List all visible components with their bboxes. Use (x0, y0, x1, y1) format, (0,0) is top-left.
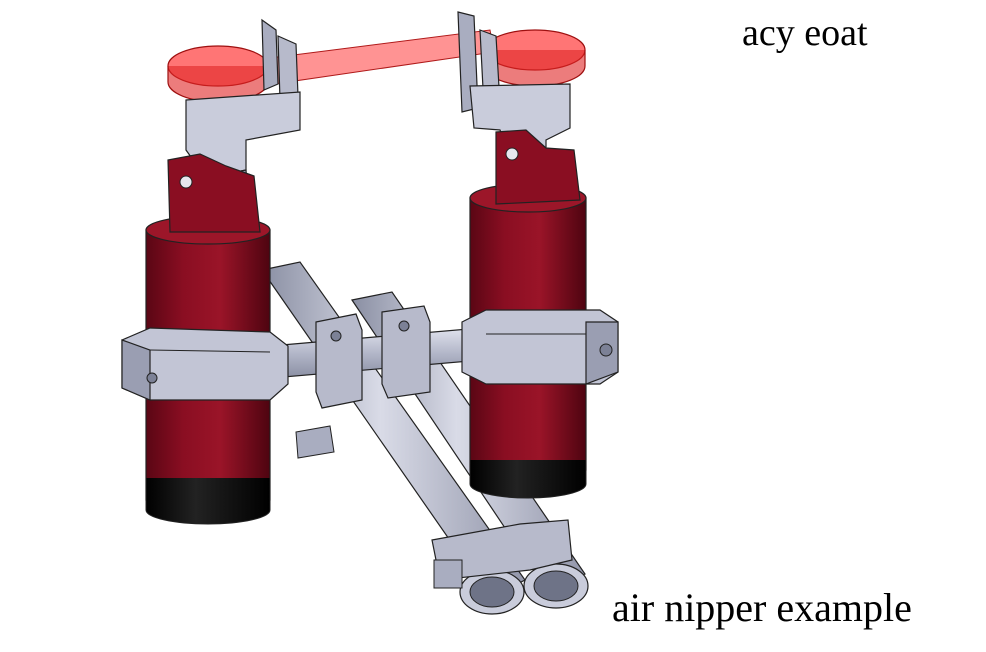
left-clamp-screw (146, 372, 158, 384)
rail-tube-left-bore (469, 576, 515, 608)
front-clamp-block (433, 559, 463, 589)
right-clamp-screw (599, 343, 613, 357)
right-cylinder-base (469, 460, 587, 499)
right-clevis-hole (505, 147, 519, 161)
bottom-right-label: air nipper example (612, 585, 912, 630)
cross-tube-assembly (269, 305, 483, 459)
left-clevis-hole (179, 175, 193, 189)
center-clamp-left (315, 313, 363, 409)
left-cylinder-clevis (167, 153, 261, 233)
left-mount-clamp (121, 327, 289, 401)
right-cylinder-clevis (495, 129, 581, 205)
right-mount-clamp (461, 309, 619, 385)
center-clamp-right (381, 305, 431, 399)
top-right-label: acy eoat (742, 12, 868, 54)
rail-tube-right-bore (533, 570, 579, 602)
left-cylinder-base (145, 478, 271, 525)
